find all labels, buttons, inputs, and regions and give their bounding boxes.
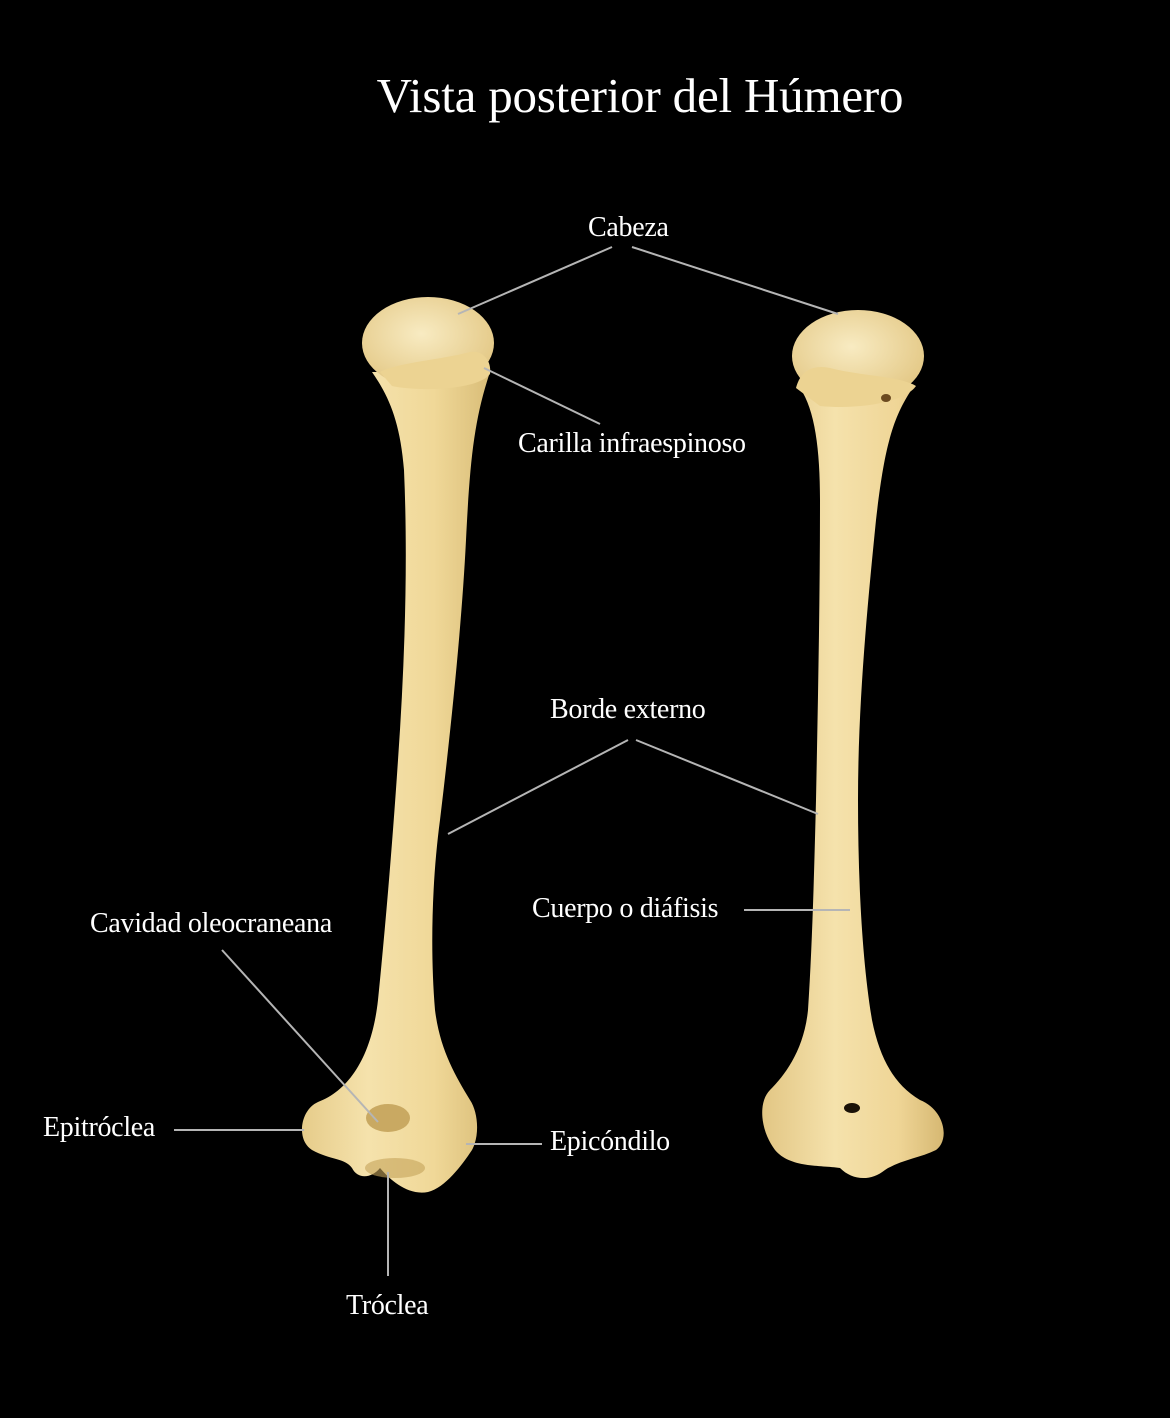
label-epitroclea: Epitróclea	[43, 1112, 155, 1144]
label-borde-externo: Borde externo	[550, 694, 706, 726]
right-nutrient-hole	[844, 1103, 860, 1113]
leader-borde-left	[448, 740, 628, 834]
left-trochlea-shadow	[365, 1158, 425, 1178]
right-head-mark	[881, 394, 891, 402]
leader-cabeza-left	[458, 247, 612, 314]
label-epicondilo: Epicóndilo	[550, 1126, 670, 1158]
right-humerus	[762, 310, 943, 1178]
label-cabeza: Cabeza	[588, 212, 669, 244]
leader-cabeza-right	[632, 247, 838, 314]
left-olecranon-fossa	[366, 1104, 410, 1132]
right-humerus-shaft	[762, 388, 943, 1178]
diagram-title: Vista posterior del Húmero	[0, 66, 1170, 126]
leader-cavidad	[222, 950, 378, 1122]
leader-carilla	[484, 368, 600, 424]
left-humerus	[302, 297, 494, 1193]
leader-lines	[174, 247, 850, 1276]
label-troclea: Tróclea	[346, 1290, 428, 1322]
label-cuerpo-diafisis: Cuerpo o diáfisis	[532, 893, 718, 925]
label-cavidad-oleocraneana: Cavidad oleocraneana	[90, 908, 332, 940]
leader-borde-right	[636, 740, 818, 814]
label-carilla-infraespinoso: Carilla infraespinoso	[518, 428, 746, 460]
